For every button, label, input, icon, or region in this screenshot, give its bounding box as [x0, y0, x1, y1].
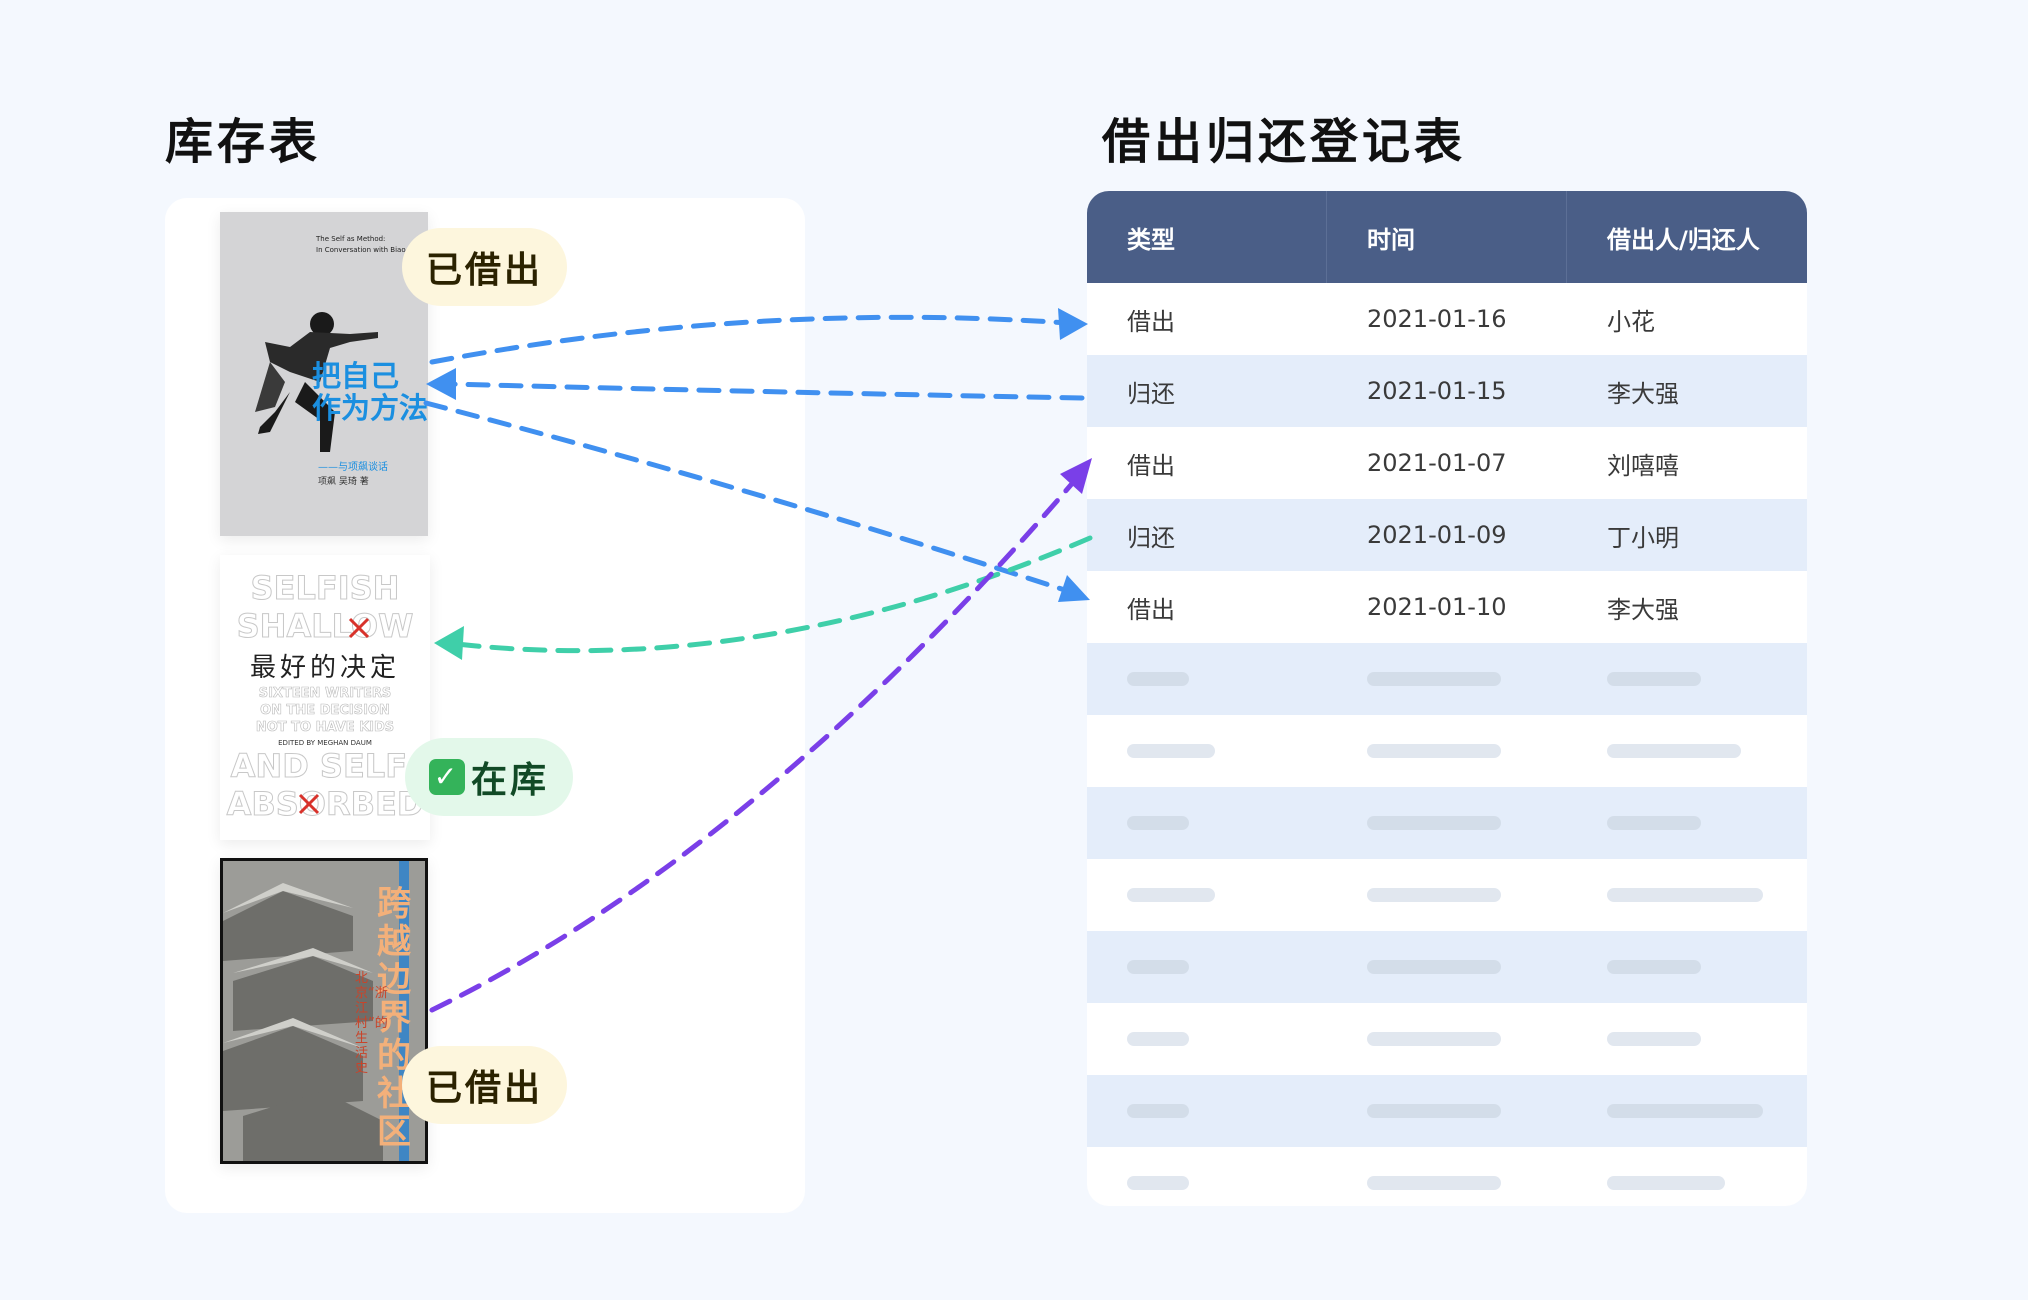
- cell-time: 2021-01-10: [1367, 593, 1507, 621]
- arrowhead-icon: [1058, 575, 1090, 602]
- cell-time: 2021-01-09: [1367, 521, 1507, 549]
- placeholder-bar: [1127, 744, 1215, 758]
- log-title: 借出归还登记表: [1102, 114, 1467, 170]
- placeholder-bar: [1127, 888, 1215, 902]
- placeholder-row: [1087, 1075, 1807, 1147]
- placeholder-bar: [1367, 672, 1501, 686]
- log-table: 类型 时间 借出人/归还人 借出 2021-01-16 小花 归还 2021-0…: [1087, 191, 1807, 1206]
- status-badge-borrowed: 已借出: [402, 228, 568, 306]
- table-row[interactable]: 归还 2021-01-09 丁小明: [1087, 499, 1807, 571]
- cover-en-line: SHALLOW: [236, 607, 414, 646]
- placeholder-bar: [1607, 1032, 1701, 1046]
- placeholder-bar: [1607, 816, 1701, 830]
- placeholder-bar: [1367, 960, 1501, 974]
- cross-mark-icon: [298, 793, 320, 815]
- cover-title: 最好的决定: [249, 653, 400, 683]
- placeholder-row: [1087, 931, 1807, 1003]
- book-cover-self-as-method[interactable]: The Self as Method: In Conversation with…: [220, 212, 428, 536]
- placeholder-bar: [1367, 888, 1501, 902]
- header-type: 类型: [1087, 191, 1327, 283]
- header-person: 借出人/归还人: [1607, 225, 1760, 254]
- placeholder-bar: [1607, 888, 1763, 902]
- cover-editor: EDITED BY MEGHAN DAUM: [278, 739, 372, 747]
- inventory-title: 库存表: [165, 114, 322, 170]
- cell-person: 丁小明: [1607, 523, 1679, 552]
- cell-type: 借出: [1127, 307, 1175, 336]
- placeholder-bar: [1367, 1176, 1501, 1190]
- placeholder-bar: [1367, 1104, 1501, 1118]
- cell-time: 2021-01-15: [1367, 377, 1507, 405]
- cover-subtitle: 北京“浙江村”的生活史: [355, 971, 388, 1076]
- cell-person: 李大强: [1607, 595, 1679, 624]
- placeholder-bar: [1607, 960, 1701, 974]
- placeholder-bar: [1607, 1176, 1725, 1190]
- cell-type: 借出: [1127, 595, 1175, 624]
- placeholder-row: [1087, 859, 1807, 931]
- table-row[interactable]: 借出 2021-01-10 李大强: [1087, 571, 1807, 643]
- placeholder-bar: [1127, 960, 1189, 974]
- cell-person: 刘嘻嘻: [1607, 451, 1679, 480]
- status-badge-in-stock: ✓ 在库: [405, 738, 574, 816]
- cell-person: 李大强: [1607, 379, 1679, 408]
- book-cover-community[interactable]: 跨越边界的社区 北京“浙江村”的生活史: [220, 858, 428, 1164]
- checkmark-icon: ✓: [429, 759, 465, 795]
- cover-en-line2: In Conversation with Biao Xiang: [316, 246, 428, 254]
- status-label: 在库: [471, 760, 550, 801]
- placeholder-bar: [1367, 744, 1501, 758]
- placeholder-row: [1087, 715, 1807, 787]
- table-row[interactable]: 归还 2021-01-15 李大强: [1087, 355, 1807, 427]
- cross-mark-icon: [348, 617, 370, 639]
- placeholder-bar: [1367, 1032, 1501, 1046]
- jumping-figure-icon: [255, 312, 378, 452]
- placeholder-bar: [1367, 816, 1501, 830]
- cover-title-line2: 作为方法: [312, 391, 428, 425]
- cover-en-line: SELFISH: [250, 569, 400, 608]
- table-header: 类型 时间 借出人/归还人: [1087, 191, 1807, 283]
- status-badge-borrowed: 已借出: [402, 1046, 568, 1124]
- cover-en-line: ABSORBED: [226, 785, 424, 824]
- arrowhead-icon: [1058, 308, 1088, 340]
- cover-sub-line: ON THE DECISION: [260, 703, 390, 719]
- table-row[interactable]: 借出 2021-01-07 刘嘻嘻: [1087, 427, 1807, 499]
- table-row[interactable]: 借出 2021-01-16 小花: [1087, 283, 1807, 355]
- cell-type: 归还: [1127, 523, 1175, 552]
- cell-time: 2021-01-16: [1367, 305, 1507, 333]
- cell-type: 归还: [1127, 379, 1175, 408]
- placeholder-bar: [1607, 744, 1741, 758]
- book-cover-best-decision[interactable]: SELFISH SHALLOW 最好的决定 SIXTEEN WRITERS ON…: [220, 555, 430, 840]
- placeholder-bar: [1127, 816, 1189, 830]
- cover-subtitle: ——与项飙谈话: [318, 462, 388, 473]
- rooftops-photo-icon: [223, 861, 425, 1161]
- placeholder-bar: [1127, 1104, 1189, 1118]
- placeholder-row: [1087, 787, 1807, 859]
- placeholder-bar: [1127, 672, 1189, 686]
- placeholder-row: [1087, 643, 1807, 715]
- placeholder-bar: [1607, 672, 1701, 686]
- placeholder-row: [1087, 1003, 1807, 1075]
- cell-time: 2021-01-07: [1367, 449, 1507, 477]
- placeholder-bar: [1127, 1032, 1189, 1046]
- placeholder-bar: [1607, 1104, 1763, 1118]
- placeholder-bar: [1127, 1176, 1189, 1190]
- cover-sub-line: SIXTEEN WRITERS: [258, 686, 392, 702]
- cover-en-line1: The Self as Method:: [316, 235, 386, 243]
- cover-title-line1: 把自己: [312, 359, 400, 393]
- cell-type: 借出: [1127, 451, 1175, 480]
- cover-en-line: AND SELF-: [230, 747, 420, 786]
- placeholder-row: [1087, 1147, 1807, 1206]
- cover-title: 跨越边界的社区: [377, 884, 411, 1152]
- status-label: 已借出: [426, 1068, 544, 1109]
- cover-sub-line: NOT TO HAVE KIDS: [255, 720, 395, 736]
- cell-person: 小花: [1607, 307, 1655, 336]
- status-label: 已借出: [426, 250, 544, 291]
- cover-authors: 项飙 吴琦 著: [318, 477, 369, 487]
- header-time: 时间: [1327, 191, 1567, 283]
